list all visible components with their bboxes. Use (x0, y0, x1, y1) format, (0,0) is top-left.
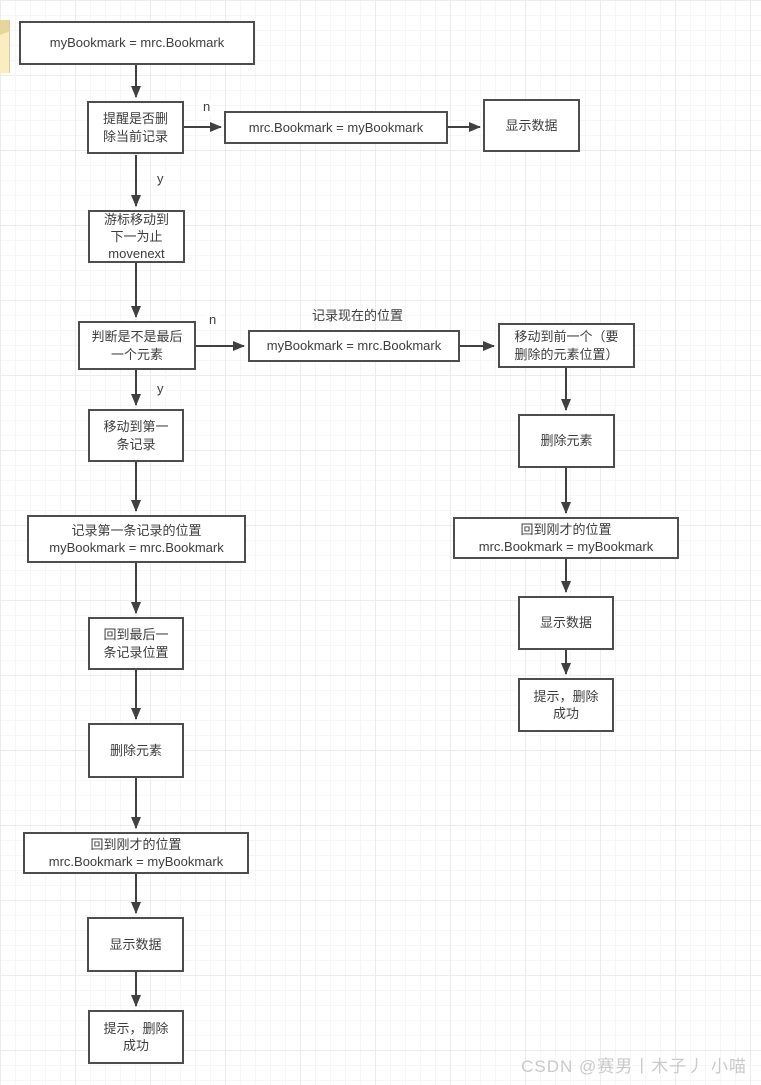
watermark-text: CSDN @赛男丨木子丿 小喵 (521, 1057, 747, 1076)
node-record-current-position: myBookmark = mrc.Bookmark (248, 330, 460, 362)
node-delete-element-right: 删除元素 (518, 414, 615, 468)
node-show-data-top: 显示数据 (483, 99, 580, 152)
node-confirm-delete: 提醒是否删 除当前记录 (87, 101, 184, 154)
node-move-to-first: 移动到第一 条记录 (88, 409, 184, 462)
branch-label-y-top: y (154, 171, 167, 187)
node-show-data-right: 显示数据 (518, 596, 614, 650)
branch-label-n-middle: n (206, 312, 220, 328)
branch-label-n-top: n (200, 99, 214, 115)
node-delete-success-right: 提示，删除 成功 (518, 678, 614, 732)
node-back-to-last-record: 回到最后一 条记录位置 (88, 617, 184, 670)
node-move-to-previous: 移动到前一个（要 删除的元素位置） (498, 323, 635, 368)
node-record-first-position: 记录第一条记录的位置 myBookmark = mrc.Bookmark (27, 515, 246, 563)
node-back-to-position-left: 回到刚才的位置 mrc.Bookmark = myBookmark (23, 832, 249, 874)
branch-label-y-middle: y (154, 381, 167, 397)
node-delete-success-left: 提示，删除 成功 (88, 1010, 184, 1064)
node-restore-bookmark-top: mrc.Bookmark = myBookmark (224, 111, 448, 144)
note-shape (0, 20, 10, 73)
node-init-bookmark: myBookmark = mrc.Bookmark (19, 21, 255, 65)
annotation-record-position: 记录现在的位置 (312, 308, 404, 323)
node-check-if-last: 判断是不是最后 一个元素 (78, 321, 196, 370)
node-cursor-move-next: 游标移动到 下一为止 movenext (88, 210, 185, 263)
node-back-to-position-right: 回到刚才的位置 mrc.Bookmark = myBookmark (453, 517, 679, 559)
node-delete-element-left: 删除元素 (88, 723, 184, 778)
node-show-data-left: 显示数据 (87, 917, 184, 972)
